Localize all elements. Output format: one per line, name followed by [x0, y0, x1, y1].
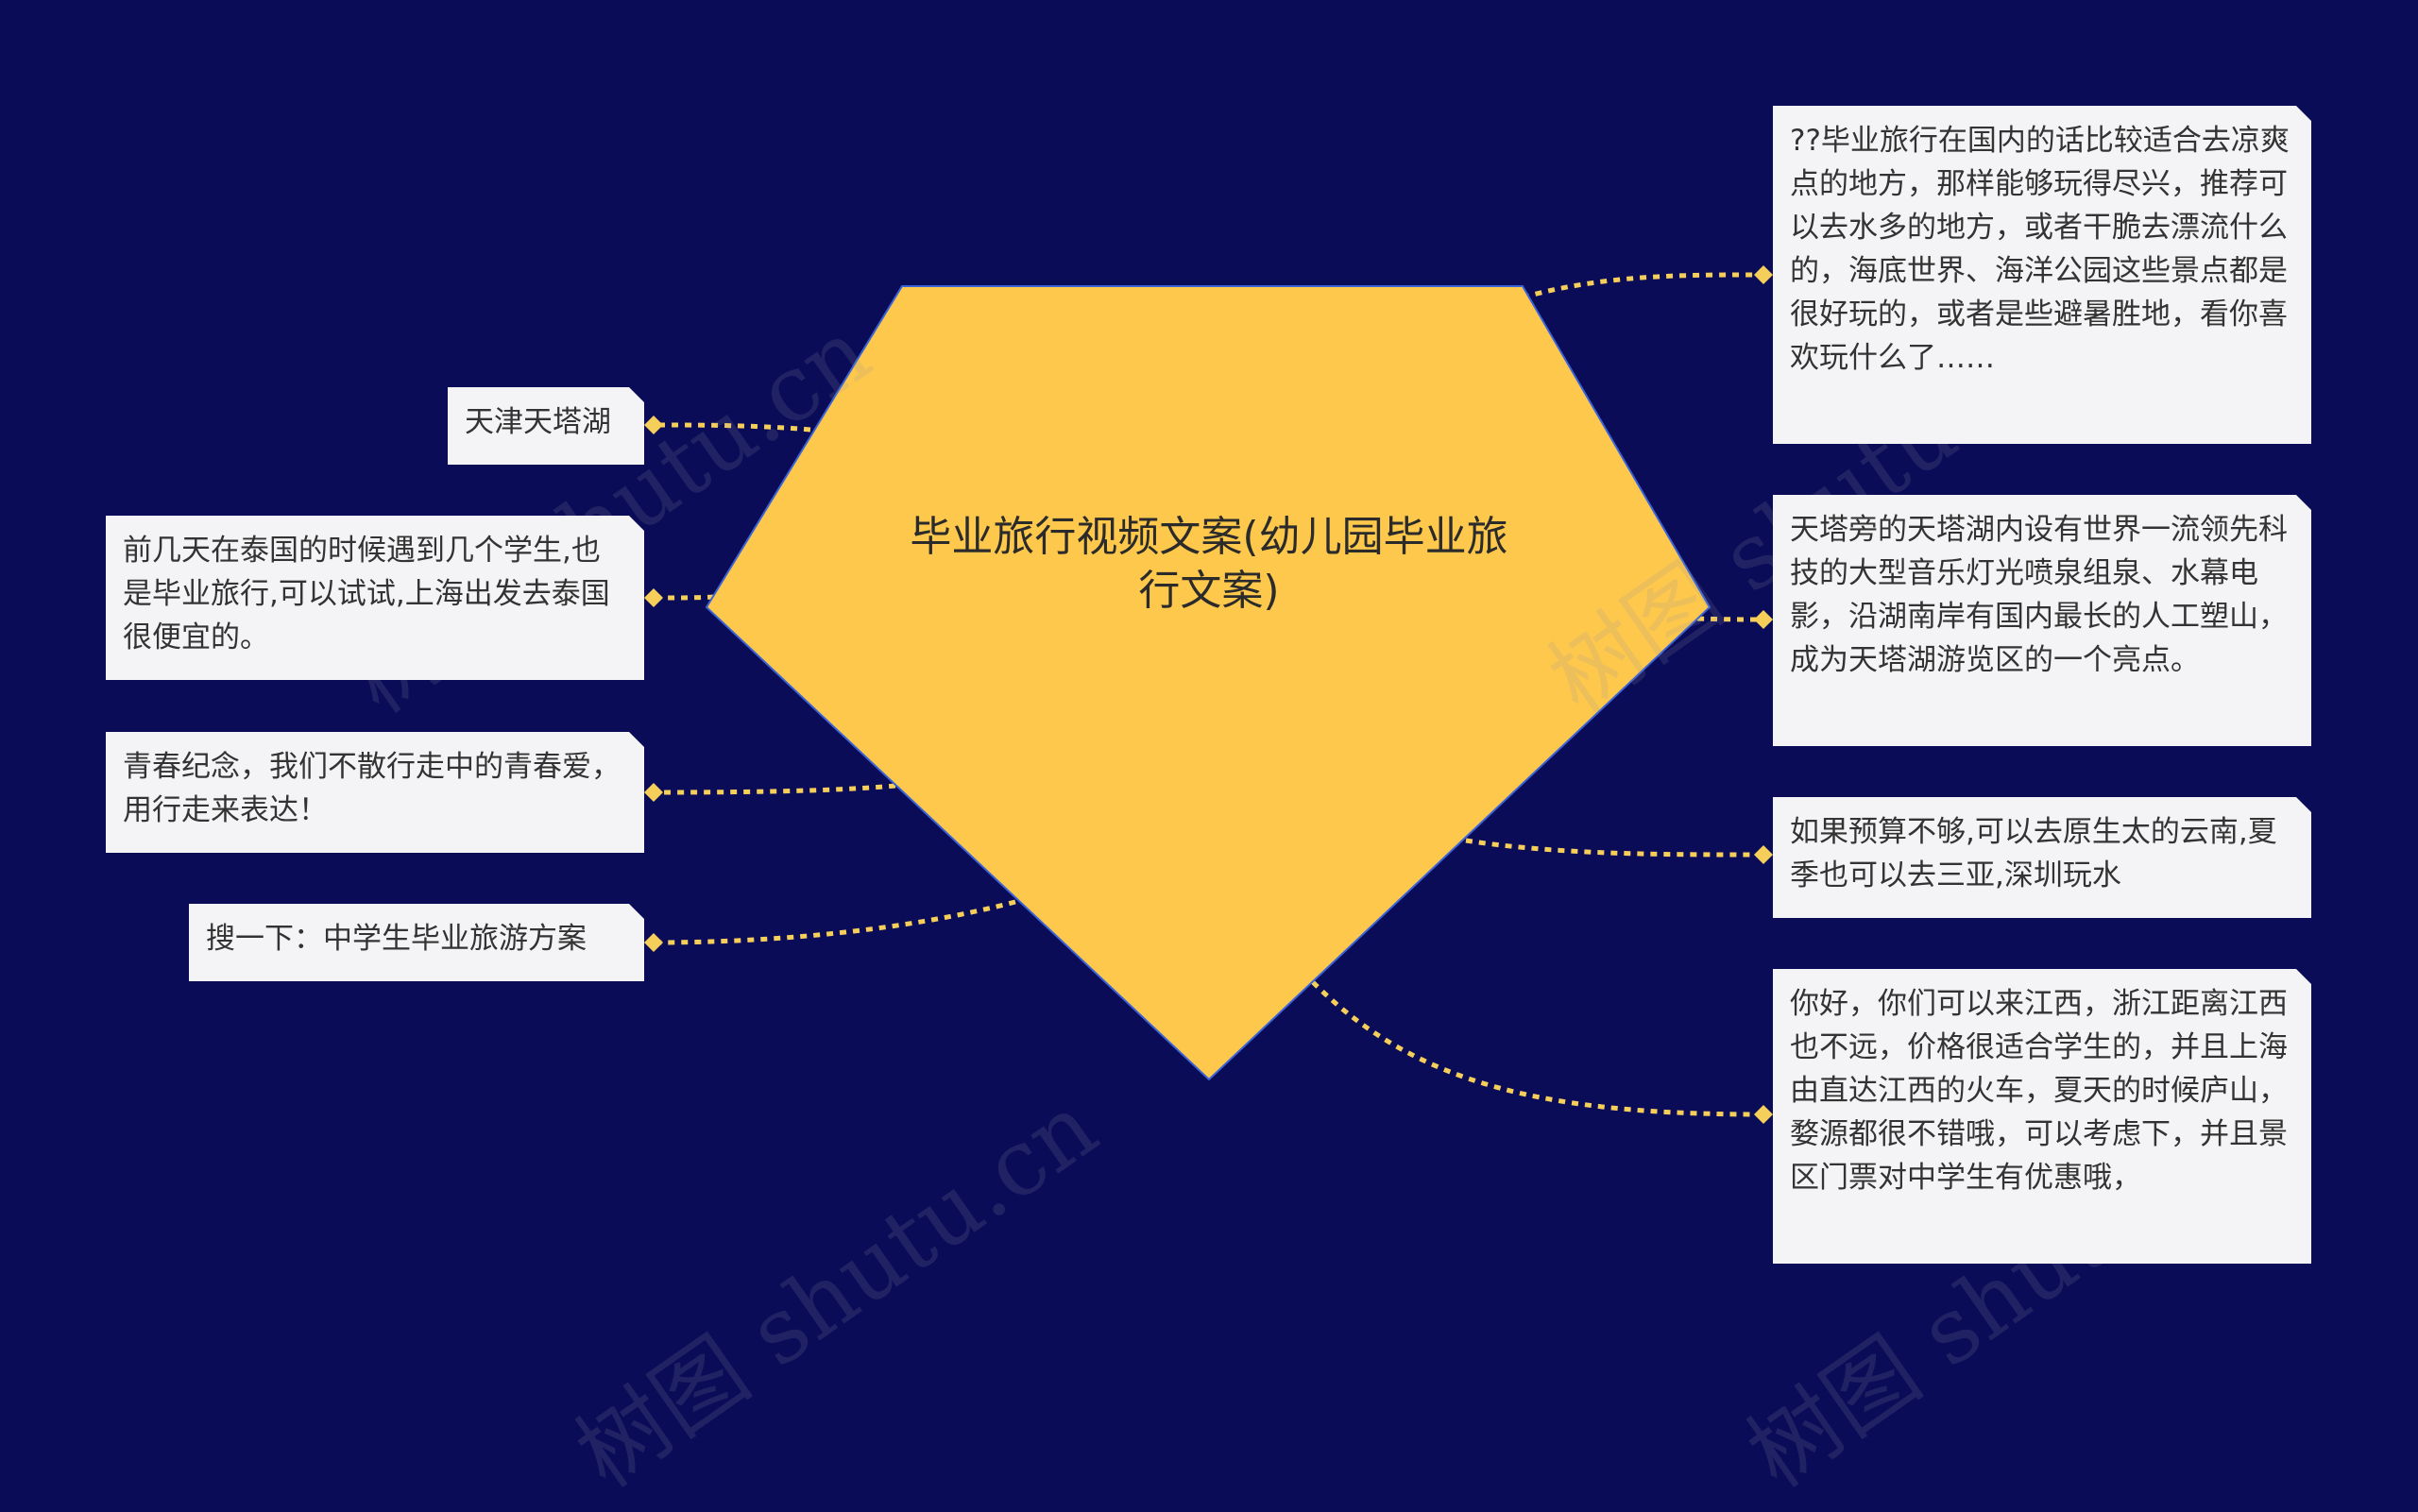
right-node-budget[interactable]: 如果预算不够,可以去原生太的云南,夏季也可以去三亚,深圳玩水 [1773, 797, 2311, 918]
connector-right-tianta-diamond [1754, 610, 1773, 629]
connector-right-cool [1522, 272, 1764, 300]
right-node-tianta-lake[interactable]: 天塔旁的天塔湖内设有世界一流领先科技的大型音乐灯光喷泉组泉、水幕电影，沿湖南岸有… [1773, 495, 2311, 746]
central-topic-title[interactable]: 毕业旅行视频文案(幼儿园毕业旅行文案) [910, 513, 1508, 615]
right-node-cool-places[interactable]: ??毕业旅行在国内的话比较适合去凉爽点的地方，那样能够玩得尽兴，推荐可以去水多的… [1773, 106, 2311, 444]
connector-right-tianta [1696, 616, 1764, 622]
connector-endpoints [644, 265, 1773, 1124]
left-node-tianjin[interactable]: 天津天塔湖 [448, 387, 644, 465]
connector-right-cool-diamond [1754, 265, 1773, 284]
connector-left-thailand-diamond [644, 588, 663, 607]
left-node-youth-memory[interactable]: 青春纪念，我们不散行走中的青春爱，用行走来表达！ [106, 732, 644, 853]
mindmap-canvas [644, 265, 1773, 1124]
connector-left-tianjin-diamond [644, 416, 663, 434]
connector-right-jiangxi [1311, 980, 1764, 1117]
connector-left-search [653, 899, 1016, 945]
connector-left-search-diamond [644, 933, 663, 952]
connector-right-budget-diamond [1754, 845, 1773, 864]
connector-right-jiangxi-diamond [1754, 1105, 1773, 1124]
central-node-shape[interactable] [705, 285, 1711, 1081]
connector-left-tianjin [653, 422, 811, 433]
connector-left-youth [653, 783, 896, 795]
right-node-jiangxi[interactable]: 你好，你们可以来江西，浙江距离江西也不远，价格很适合学生的，并且上海由直达江西的… [1773, 969, 2311, 1264]
left-node-search-plan[interactable]: 搜一下：中学生毕业旅游方案 [189, 904, 644, 981]
connector-left-youth-diamond [644, 783, 663, 802]
connector-right-budget [1465, 838, 1764, 858]
left-node-thailand[interactable]: 前几天在泰国的时候遇到几个学生,也是毕业旅行,可以试试,上海出发去泰国很便宜的。 [106, 516, 644, 680]
